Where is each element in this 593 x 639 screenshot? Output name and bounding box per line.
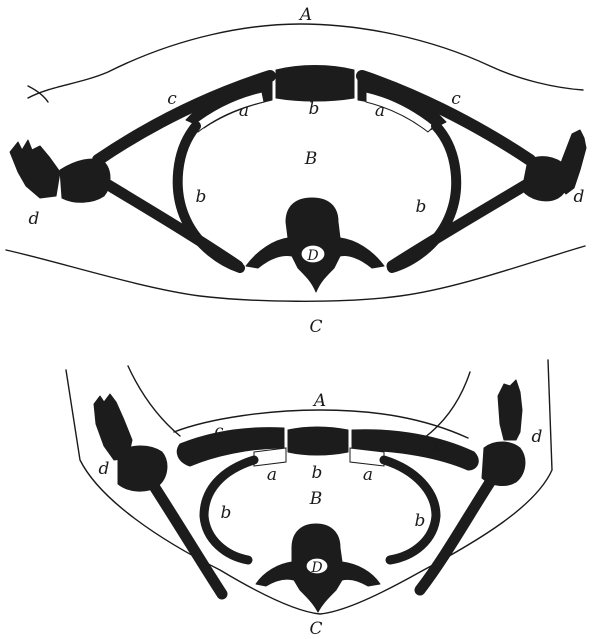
label-d-bottom-left: d — [99, 459, 110, 479]
label-c-bottom-right: c — [434, 437, 443, 456]
label-a-top-left: a — [239, 101, 249, 121]
upper-left-hand — [10, 140, 60, 198]
upper-cross-section: A c c a b a B b b d d D C — [6, 5, 586, 337]
label-C-bottom: C — [309, 619, 322, 639]
label-b-top-right: b — [416, 197, 427, 217]
label-B-bottom: B — [309, 489, 323, 509]
label-d-bottom-right: d — [532, 427, 543, 447]
lower-inner-outline-left — [128, 366, 180, 436]
lower-cross-section: A c c a b a B b b d d D C — [66, 360, 552, 639]
upper-left-lower-bar — [100, 180, 238, 266]
lower-left-hatching — [254, 448, 286, 466]
label-A-top: A — [298, 5, 312, 25]
lower-inner-outline-right — [424, 372, 470, 438]
label-A-bottom: A — [312, 391, 326, 411]
lower-sternal-plate — [288, 427, 348, 455]
label-c-bottom-left: c — [215, 421, 224, 440]
label-c-top-right: c — [451, 89, 461, 109]
label-D-top: D — [306, 248, 318, 264]
label-b-bottom-right: b — [415, 511, 426, 531]
lower-right-hand — [498, 380, 522, 440]
upper-right-lower-bar — [392, 180, 534, 266]
lower-inner-ring-right — [384, 460, 436, 560]
upper-sternal-plate — [276, 66, 354, 102]
label-d-top-right: d — [574, 187, 585, 207]
label-a-top-right: a — [375, 101, 385, 121]
label-c-top-left: c — [167, 89, 177, 109]
lower-left-joint — [118, 446, 167, 491]
label-a-bottom-right: a — [363, 465, 373, 485]
label-d-top-left: d — [29, 209, 40, 229]
label-b-top-center: b — [309, 99, 320, 119]
label-C-top: C — [309, 317, 322, 337]
label-b-bottom-left: b — [221, 503, 232, 523]
label-B-top: B — [304, 149, 318, 169]
label-b-bottom-center: b — [312, 463, 323, 483]
label-a-bottom-left: a — [267, 465, 277, 485]
label-D-bottom: D — [310, 560, 322, 576]
label-b-top-left: b — [196, 187, 207, 207]
